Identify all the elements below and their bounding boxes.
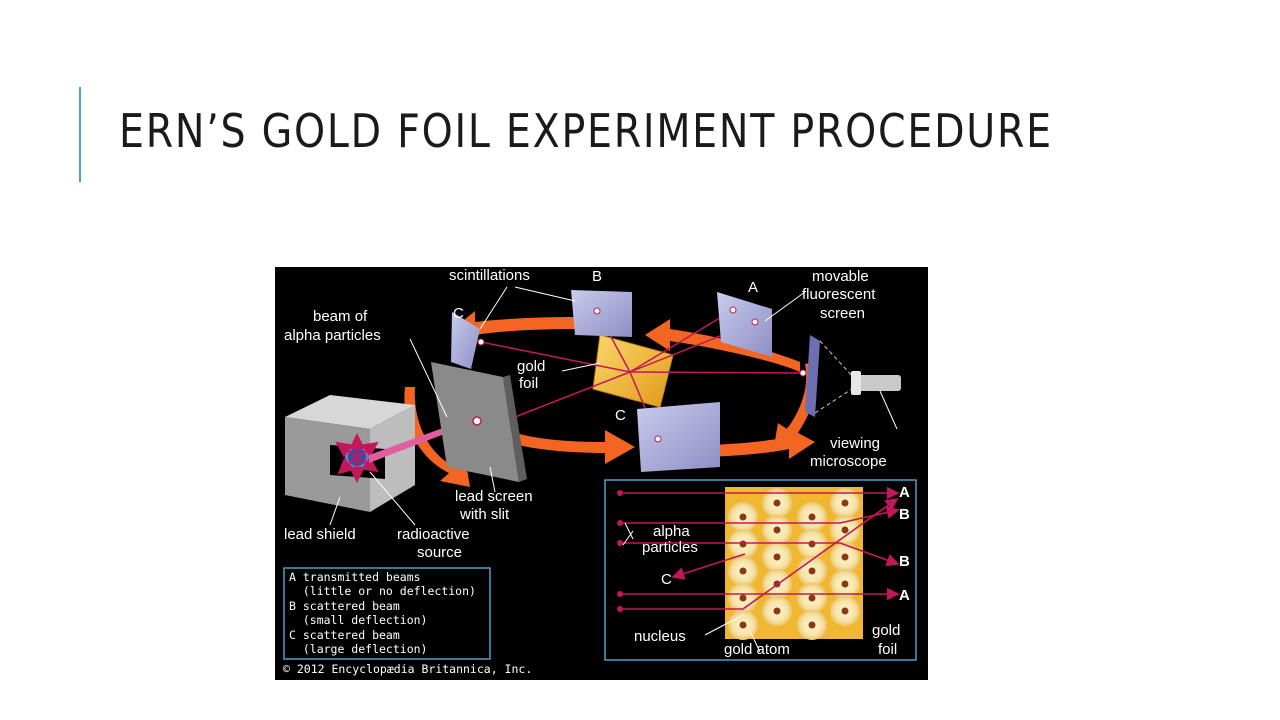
label-b-top: B: [592, 268, 602, 285]
gold-nucleus: [808, 621, 816, 629]
gold-nucleus: [739, 594, 747, 602]
inset-label-gold-atom: gold atom: [724, 641, 790, 658]
legend-line-3: B scattered beam: [289, 599, 400, 613]
legend-line-4: (small deflection): [289, 613, 427, 627]
label-radioactive-line-2: source: [417, 544, 462, 561]
gold-nucleus: [808, 594, 816, 602]
legend-line-2: (little or no deflection): [289, 584, 476, 598]
gold-nucleus: [739, 540, 747, 548]
inset-label-gold-foil-line-1: gold: [872, 622, 900, 639]
gold-nucleus: [773, 499, 781, 507]
label-beam-line-2: alpha particles: [284, 327, 381, 344]
label-gold-foil-line-2: foil: [519, 375, 538, 392]
label-radioactive-line-1: radioactive: [397, 526, 470, 543]
gold-nucleus: [773, 526, 781, 534]
inset-label-alpha-line-1: alpha: [653, 523, 690, 540]
legend-line-1: A transmitted beams: [289, 570, 421, 584]
radioactive-source: [335, 433, 379, 483]
slide-title: ERN’S GOLD FOIL EXPERIMENT PROCEDURE: [119, 104, 1053, 158]
copyright-notice: © 2012 Encyclopædia Britannica, Inc.: [283, 662, 532, 676]
inset-label-gold-foil-line-2: foil: [878, 641, 897, 658]
leader-lines: [329, 286, 898, 526]
legend-line-5: C scattered beam: [289, 628, 400, 642]
gold-nucleus: [808, 567, 816, 575]
gold-nucleus: [739, 567, 747, 575]
label-viewing-line-2: microscope: [810, 453, 887, 470]
label-lead-shield: lead shield: [284, 526, 356, 543]
inset-label-b-2: B: [899, 553, 910, 570]
title-accent-bar: [79, 87, 81, 182]
viewing-microscope: [814, 340, 901, 414]
label-movable-line-3: screen: [820, 305, 865, 322]
inset-label-alpha-line-2: particles: [642, 539, 698, 556]
label-viewing-line-1: viewing: [830, 435, 880, 452]
gold-nucleus: [808, 540, 816, 548]
gold-foil-diagram: scintillations B A C C movable fluoresce…: [275, 267, 928, 680]
screen-c-bottom: [637, 402, 720, 472]
gold-nucleus: [841, 607, 849, 615]
inset-label-b-1: B: [899, 506, 910, 523]
gold-atom-grid: [728, 488, 860, 640]
inset-label-nucleus: nucleus: [634, 628, 686, 645]
label-lead-screen-line-2: with slit: [459, 506, 510, 523]
label-c-bottom: C: [615, 407, 626, 424]
gold-nucleus: [773, 607, 781, 615]
label-gold-foil-line-1: gold: [517, 358, 545, 375]
label-lead-screen-line-1: lead screen: [455, 488, 533, 505]
inset-label-a-1: A: [899, 484, 910, 501]
label-movable-line-1: movable: [812, 268, 869, 285]
lead-screen: [431, 362, 527, 482]
label-a-top: A: [748, 279, 758, 296]
gold-nucleus: [739, 621, 747, 629]
label-c-top: C: [453, 305, 464, 322]
inset-label-a-2: A: [899, 587, 910, 604]
gold-nucleus: [773, 553, 781, 561]
screen-a-top: [717, 292, 772, 357]
gold-nucleus: [739, 513, 747, 521]
movable-fluorescent-screen: [799, 335, 820, 417]
gold-nucleus: [841, 580, 849, 588]
gold-nucleus: [808, 513, 816, 521]
label-scintillations: scintillations: [449, 267, 530, 284]
legend-box: A transmitted beams (little or no deflec…: [283, 567, 491, 660]
label-movable-line-2: fluorescent: [802, 286, 876, 303]
gold-nucleus: [841, 499, 849, 507]
gold-nucleus: [841, 526, 849, 534]
inset-gold-atoms: alpha particles C nucleus gold atom gold…: [604, 479, 917, 661]
screen-c-top: [451, 312, 485, 369]
orange-orbit-arrows: [404, 311, 817, 487]
inset-label-c: C: [661, 571, 672, 588]
screen-b-top: [571, 290, 632, 337]
gold-nucleus: [841, 553, 849, 561]
legend-line-6: (large deflection): [289, 642, 427, 656]
label-beam-line-1: beam of: [313, 308, 368, 325]
